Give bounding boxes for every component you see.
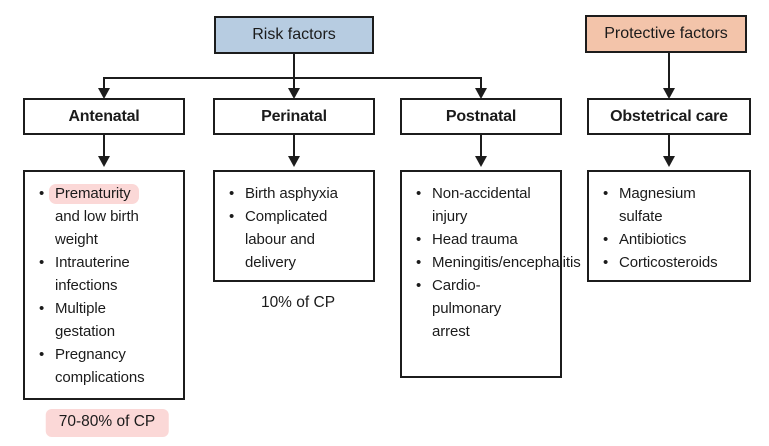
risk-factors-label: Risk factors	[252, 26, 336, 43]
content-obstetrical-care: Magnesium sulfate Antibiotics Corticoste…	[587, 170, 751, 282]
list-item: Multiple gestation	[37, 297, 161, 343]
list-item-text: Head trauma	[432, 231, 518, 248]
list-item-text: Corticosteroids	[619, 254, 718, 271]
list-item-text: Non-accidental injury	[432, 185, 531, 225]
arrowhead-postnatal-content-icon	[475, 156, 487, 167]
connector-branch-antenatal	[103, 77, 105, 90]
header-antenatal-label: Antenatal	[68, 107, 140, 125]
list-item-text: Cardio-pulmonary arrest	[432, 277, 502, 340]
header-perinatal-label: Perinatal	[261, 107, 327, 125]
header-obstetrical-care: Obstetrical care	[587, 98, 751, 135]
list-item-text: Complicated labour and delivery	[245, 208, 328, 271]
connector-branch-postnatal	[480, 77, 482, 90]
connector-branch-perinatal	[293, 77, 295, 90]
arrowhead-obstetrical-icon	[663, 88, 675, 99]
list-item-text: Intrauterine infections	[55, 254, 130, 294]
perinatal-list: Birth asphyxia Complicated labour and de…	[227, 182, 355, 274]
list-item: Prematurity and low birth weight	[37, 182, 161, 251]
connector-risk-stem	[293, 54, 295, 79]
header-obstetrical-care-label: Obstetrical care	[610, 107, 728, 125]
list-item: Birth asphyxia	[227, 182, 355, 205]
perinatal-cp-percentage-label: 10% of CP	[260, 294, 336, 311]
list-item: Head trauma	[414, 228, 542, 251]
list-item: Non-accidental injury	[414, 182, 542, 228]
list-item-text: Pregnancy complications	[55, 346, 145, 386]
arrowhead-obstetrical-content-icon	[663, 156, 675, 167]
obstetrical-care-list: Magnesium sulfate Antibiotics Corticoste…	[601, 182, 731, 274]
list-item-text: Multiple gestation	[55, 300, 115, 340]
antenatal-list: Prematurity and low birth weight Intraut…	[37, 182, 161, 389]
list-item: Cardio-pulmonary arrest	[414, 274, 542, 343]
content-antenatal: Prematurity and low birth weight Intraut…	[23, 170, 185, 400]
protective-factors-box: Protective factors	[585, 15, 747, 53]
connector-perinatal-down	[293, 135, 295, 158]
list-item-text: Antibiotics	[619, 231, 687, 248]
list-item-text: Birth asphyxia	[245, 185, 338, 202]
risk-factors-box: Risk factors	[214, 16, 374, 54]
header-postnatal-label: Postnatal	[445, 107, 517, 125]
prematurity-highlight: Prematurity	[49, 184, 139, 204]
connector-antenatal-down	[103, 135, 105, 158]
content-postnatal: Non-accidental injury Head trauma Mening…	[400, 170, 581, 378]
list-item-text: Magnesium sulfate	[619, 185, 696, 225]
list-item: Meningitis/encephalitis	[414, 251, 581, 274]
antenatal-cp-percentage-badge: 70-80% of CP	[45, 409, 169, 437]
header-postnatal: Postnatal	[400, 98, 562, 135]
list-item: Intrauterine infections	[37, 251, 161, 297]
postnatal-list: Non-accidental injury Head trauma Mening…	[414, 182, 581, 343]
protective-factors-label: Protective factors	[604, 25, 728, 42]
connector-postnatal-down	[480, 135, 482, 158]
arrowhead-antenatal-content-icon	[98, 156, 110, 167]
arrowhead-postnatal-icon	[475, 88, 487, 99]
arrowhead-perinatal-icon	[288, 88, 300, 99]
connector-protective-stem	[668, 53, 670, 90]
list-item-text: and low birth weight	[55, 208, 139, 248]
list-item: Complicated labour and delivery	[227, 205, 355, 274]
list-item: Pregnancy complications	[37, 343, 161, 389]
list-item: Antibiotics	[601, 228, 731, 251]
list-item: Corticosteroids	[601, 251, 731, 274]
header-perinatal: Perinatal	[213, 98, 375, 135]
content-perinatal: Birth asphyxia Complicated labour and de…	[213, 170, 375, 282]
header-antenatal: Antenatal	[23, 98, 185, 135]
arrowhead-perinatal-content-icon	[288, 156, 300, 167]
connector-obstetrical-down	[668, 135, 670, 158]
list-item-text: Meningitis/encephalitis	[432, 254, 581, 271]
arrowhead-antenatal-icon	[98, 88, 110, 99]
list-item: Magnesium sulfate	[601, 182, 731, 228]
